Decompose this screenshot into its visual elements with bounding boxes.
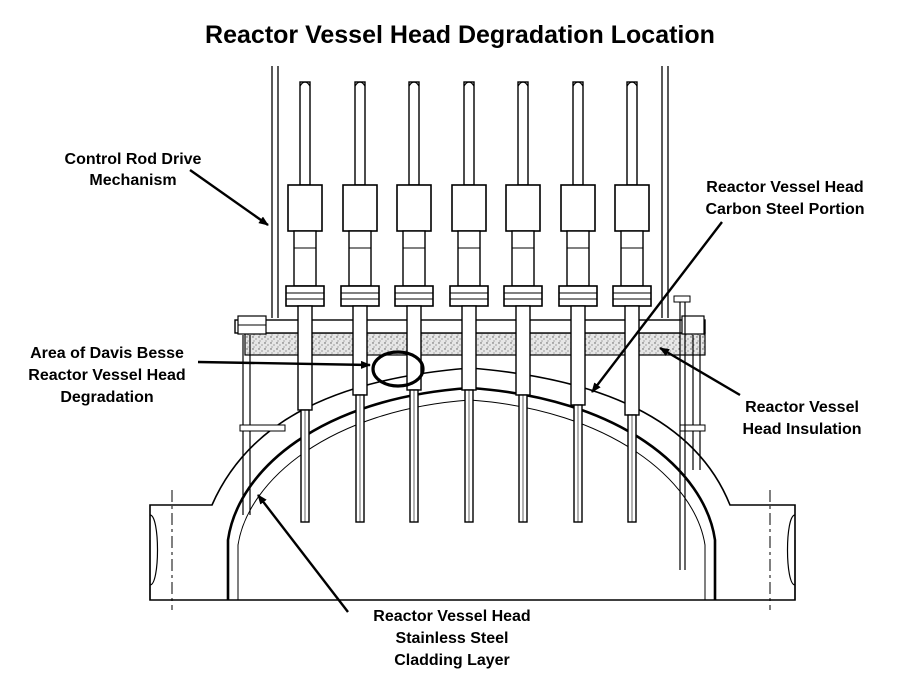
crdm-unit <box>503 81 543 523</box>
crdm-nozzle <box>624 305 640 416</box>
crdm-mid-tube <box>457 230 481 287</box>
crdm-flange <box>503 285 543 307</box>
crdm-flange <box>449 285 489 307</box>
crdm-flange <box>394 285 434 307</box>
crdm-tube-cap <box>463 81 475 87</box>
crdm-unit <box>340 81 380 523</box>
svg-text:Mechanism: Mechanism <box>89 172 176 189</box>
callout-arrows <box>189 169 741 613</box>
crdm-tube-cap <box>517 81 529 87</box>
diagram-title: Reactor Vessel Head Degradation Location <box>205 21 715 49</box>
label-cladding: Reactor Vessel Head Stainless Steel Clad… <box>373 608 530 669</box>
crdm-upper-tube <box>463 81 475 186</box>
arrow-cladding <box>257 494 349 613</box>
crdm-tube-cap <box>299 81 311 87</box>
crdm-mid-tube <box>348 230 372 287</box>
crdm-nozzle <box>297 305 313 411</box>
crdm-tube-cap <box>626 81 638 87</box>
arrow-crdm <box>189 169 269 226</box>
crdm-motor-housing <box>451 184 487 232</box>
crdm-upper-tube <box>408 81 420 186</box>
crdm-motor-housing <box>287 184 323 232</box>
svg-text:Degradation: Degradation <box>60 389 153 406</box>
crdm-mid-tube <box>402 230 426 287</box>
svg-text:Stainless Steel: Stainless Steel <box>396 630 509 647</box>
crdm-upper-tube <box>572 81 584 186</box>
crdm-unit <box>394 81 434 523</box>
arrow-degradation <box>197 360 371 369</box>
label-insulation: Reactor Vessel Head Insulation <box>742 399 861 438</box>
crdm-tube-cap <box>408 81 420 87</box>
crdm-flange <box>340 285 380 307</box>
arrow-carbon-steel <box>591 221 723 393</box>
crdm-motor-housing <box>505 184 541 232</box>
crdm-flange <box>285 285 325 307</box>
svg-text:Reactor Vessel Head: Reactor Vessel Head <box>706 179 863 196</box>
crdm-motor-housing <box>342 184 378 232</box>
crdm-upper-tube <box>354 81 366 186</box>
crdm-nozzle <box>515 305 531 396</box>
degradation-area-marker <box>371 350 425 388</box>
crdm-tube-cap <box>354 81 366 87</box>
crdm-unit <box>285 81 325 523</box>
crdm-flange <box>558 285 598 307</box>
crdm-motor-housing <box>560 184 596 232</box>
crdm-nozzle <box>461 305 477 391</box>
crdm-unit <box>558 81 598 523</box>
crdm-mid-tube <box>293 230 317 287</box>
crdm-motor-housing <box>396 184 432 232</box>
svg-text:Carbon Steel Portion: Carbon Steel Portion <box>705 201 864 218</box>
service-structure <box>239 66 706 570</box>
svg-text:Reactor Vessel Head: Reactor Vessel Head <box>28 367 185 384</box>
crdm-nozzle <box>352 305 368 396</box>
crdm-unit <box>449 81 489 523</box>
crdm-upper-tube <box>626 81 638 186</box>
crdm-motor-housing <box>614 184 650 232</box>
arrow-insulation <box>659 346 741 397</box>
crdm-mid-tube <box>620 230 644 287</box>
svg-text:Cladding Layer: Cladding Layer <box>394 652 510 669</box>
svg-text:Reactor Vessel: Reactor Vessel <box>745 399 859 416</box>
crdm-upper-tube <box>517 81 529 186</box>
crdm-upper-tube <box>299 81 311 186</box>
svg-text:Area of Davis Besse: Area of Davis Besse <box>30 345 184 362</box>
label-degradation: Area of Davis Besse Reactor Vessel Head … <box>28 345 185 406</box>
crdm-flange <box>612 285 652 307</box>
crdm-mid-tube <box>566 230 590 287</box>
svg-text:Head Insulation: Head Insulation <box>742 421 861 438</box>
svg-text:Control Rod Drive: Control Rod Drive <box>65 151 202 168</box>
crdm-mid-tube <box>511 230 535 287</box>
crdm-nozzle <box>570 305 586 406</box>
label-crdm: Control Rod Drive Mechanism <box>65 151 202 189</box>
svg-text:Reactor Vessel Head: Reactor Vessel Head <box>373 608 530 625</box>
crdm-tube-cap <box>572 81 584 87</box>
crdm-nozzles <box>285 81 652 523</box>
label-carbon-steel: Reactor Vessel Head Carbon Steel Portion <box>705 179 864 218</box>
